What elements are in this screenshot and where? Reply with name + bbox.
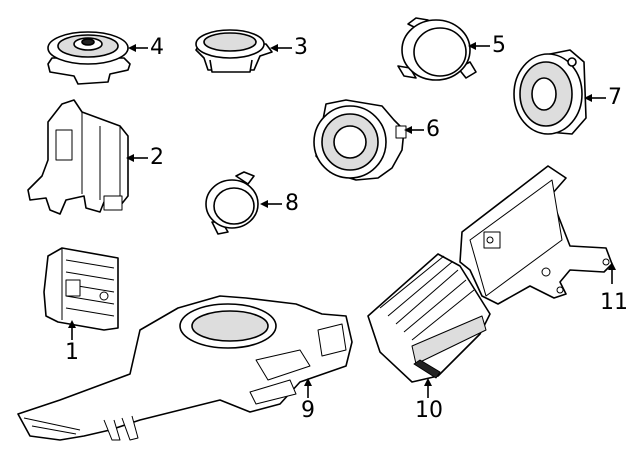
part-4-speaker <box>47 31 131 85</box>
callout-9: 9 <box>301 398 315 423</box>
part-6-speaker <box>313 99 407 181</box>
part-9-base <box>17 295 353 441</box>
part-11-bracket <box>459 165 613 305</box>
callout-3: 3 <box>294 35 308 60</box>
callout-4: 4 <box>150 35 164 60</box>
callout-6: 6 <box>426 117 440 142</box>
callout-7: 7 <box>608 85 622 110</box>
part-2-bracket <box>27 99 129 215</box>
callout-10: 10 <box>415 398 443 423</box>
part-8-speaker <box>205 171 259 235</box>
callout-1: 1 <box>65 340 79 365</box>
part-5-speaker <box>397 17 477 81</box>
part-1-module <box>43 247 119 331</box>
callout-5: 5 <box>492 33 506 58</box>
leader-lines <box>68 42 616 398</box>
part-10-amplifier <box>367 253 491 383</box>
callout-2: 2 <box>150 145 164 170</box>
callout-8: 8 <box>285 191 299 216</box>
part-7-speaker <box>513 49 587 135</box>
part-3-speaker <box>195 29 273 73</box>
callout-11: 11 <box>600 290 628 315</box>
